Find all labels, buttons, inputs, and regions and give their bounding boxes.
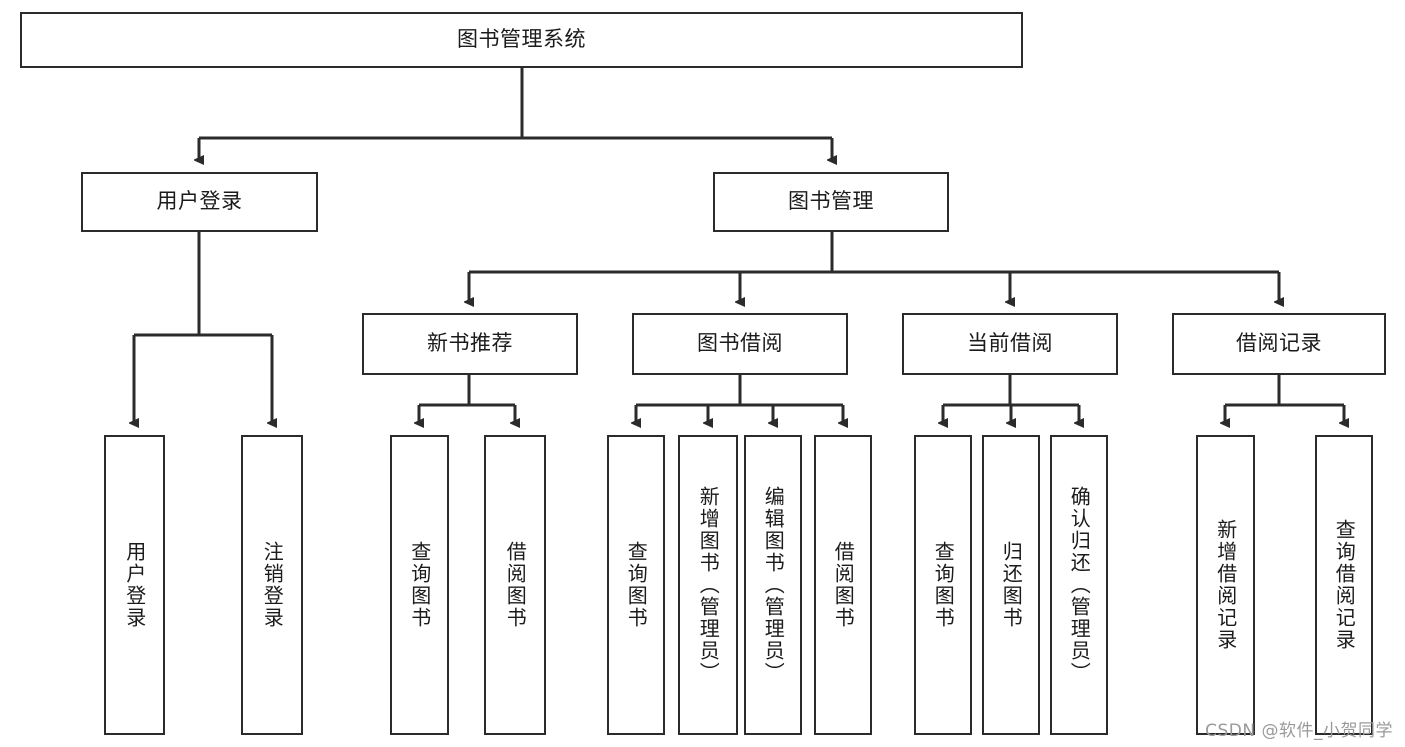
node-root-system[interactable]: 图书管理系统 bbox=[20, 12, 1023, 68]
node-label: 查询图书 bbox=[931, 541, 956, 629]
node-label: 新书推荐 bbox=[427, 331, 513, 356]
node-label: 编辑图书（管理员） bbox=[761, 486, 786, 684]
node-new-book-recommend[interactable]: 新书推荐 bbox=[362, 313, 578, 375]
leaf-currentborrow-confirm-return-admin[interactable]: 确认归还（管理员） bbox=[1050, 435, 1108, 735]
node-label: 查询图书 bbox=[624, 541, 649, 629]
node-label: 当前借阅 bbox=[967, 331, 1053, 356]
leaf-bookborrow-add-book-admin[interactable]: 新增图书（管理员） bbox=[678, 435, 738, 735]
node-label: 借阅图书 bbox=[831, 541, 856, 629]
node-label: 新增图书（管理员） bbox=[696, 486, 721, 684]
node-label: 图书管理系统 bbox=[457, 27, 586, 52]
watermark: CSDN @软件_小贺同学 bbox=[1205, 721, 1393, 741]
leaf-user-logout[interactable]: 注销登录 bbox=[241, 435, 303, 735]
node-label: 确认归还（管理员） bbox=[1067, 486, 1092, 684]
node-label: 图书借阅 bbox=[697, 331, 783, 356]
node-borrow-record[interactable]: 借阅记录 bbox=[1172, 313, 1386, 375]
node-label: 借阅记录 bbox=[1236, 331, 1322, 356]
node-book-borrow[interactable]: 图书借阅 bbox=[632, 313, 848, 375]
leaf-bookborrow-query-book[interactable]: 查询图书 bbox=[607, 435, 665, 735]
leaf-borrowrecord-query-record[interactable]: 查询借阅记录 bbox=[1315, 435, 1373, 735]
node-label: 借阅图书 bbox=[503, 541, 528, 629]
node-label: 查询借阅记录 bbox=[1332, 519, 1357, 651]
node-label: 注销登录 bbox=[260, 541, 285, 629]
leaf-bookborrow-borrow-book[interactable]: 借阅图书 bbox=[814, 435, 872, 735]
node-label: 查询图书 bbox=[407, 541, 432, 629]
node-current-borrow[interactable]: 当前借阅 bbox=[902, 313, 1118, 375]
node-label: 用户登录 bbox=[156, 189, 243, 214]
leaf-currentborrow-return-book[interactable]: 归还图书 bbox=[982, 435, 1040, 735]
leaf-user-login[interactable]: 用户登录 bbox=[104, 435, 165, 735]
node-book-management[interactable]: 图书管理 bbox=[713, 172, 949, 232]
node-label: 图书管理 bbox=[788, 189, 874, 214]
leaf-borrowrecord-add-record[interactable]: 新增借阅记录 bbox=[1196, 435, 1255, 735]
node-label: 用户登录 bbox=[122, 541, 147, 629]
node-user-login[interactable]: 用户登录 bbox=[81, 172, 318, 232]
leaf-currentborrow-query-book[interactable]: 查询图书 bbox=[914, 435, 972, 735]
node-label: 新增借阅记录 bbox=[1213, 519, 1238, 651]
node-label: 归还图书 bbox=[999, 541, 1024, 629]
leaf-bookborrow-edit-book-admin[interactable]: 编辑图书（管理员） bbox=[744, 435, 802, 735]
leaf-newbook-query-book[interactable]: 查询图书 bbox=[390, 435, 449, 735]
leaf-newbook-borrow-book[interactable]: 借阅图书 bbox=[484, 435, 546, 735]
